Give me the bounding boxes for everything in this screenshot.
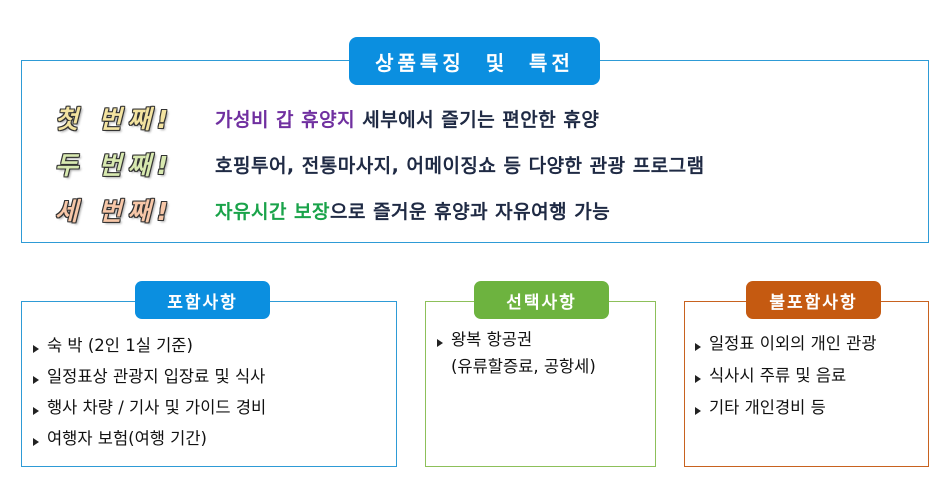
list-item: 식사시 주류 및 음료 xyxy=(695,360,877,392)
features-title: 상품특징 및 특전 xyxy=(349,37,600,85)
feature-highlight-1: 가성비 갑 휴양지 xyxy=(215,108,356,131)
bullet-arrow-icon xyxy=(33,344,39,353)
feature-text-3: 자유시간 보장으로 즐거운 휴양과 자유여행 가능 xyxy=(215,197,610,224)
feature-text-2: 호핑투어, 전통마사지, 어메이징쇼 등 다양한 관광 프로그램 xyxy=(215,151,705,178)
feature-row-2: 두 번째! 호핑투어, 전통마사지, 어메이징쇼 등 다양한 관광 프로그램 xyxy=(55,147,705,181)
list-item: 일정표상 관광지 입장료 및 식사 xyxy=(33,361,266,392)
feature-rest-3: 으로 즐거운 휴양과 자유여행 가능 xyxy=(330,200,611,223)
optional-note: (유류할증료, 공항세) xyxy=(451,357,596,376)
bullet-arrow-icon xyxy=(695,407,701,415)
bullet-arrow-icon xyxy=(437,338,443,347)
feature-text-1: 가성비 갑 휴양지 세부에서 즐기는 편안한 휴양 xyxy=(215,105,599,132)
bullet-arrow-icon xyxy=(33,406,39,415)
optional-title: 선택사항 xyxy=(474,281,609,319)
list-item: 여행자 보험(여행 기간) xyxy=(33,423,266,454)
feature-ordinal-3: 세 번째! xyxy=(55,197,175,226)
list-item: 기타 개인경비 등 xyxy=(695,392,877,424)
bullet-arrow-icon xyxy=(33,437,39,446)
list-item: 일정표 이외의 개인 관광 xyxy=(695,328,877,360)
included-title: 포함사항 xyxy=(135,281,270,319)
feature-rest-1: 세부에서 즐기는 편안한 휴양 xyxy=(355,108,600,131)
list-item: 행사 차량 / 기사 및 가이드 경비 xyxy=(33,392,266,423)
feature-ordinal-1: 첫 번째! xyxy=(55,105,175,134)
bullet-arrow-icon xyxy=(695,375,701,383)
excluded-title: 불포함사항 xyxy=(746,281,881,319)
included-list: 숙 박 (2인 1실 기준) 일정표상 관광지 입장료 및 식사 행사 차량 /… xyxy=(33,330,266,454)
optional-list: 왕복 항공권 (유류할증료, 공항세) xyxy=(437,326,596,380)
bullet-arrow-icon xyxy=(695,343,701,351)
feature-row-1: 첫 번째! 가성비 갑 휴양지 세부에서 즐기는 편안한 휴양 xyxy=(55,101,599,135)
list-item: 왕복 항공권 xyxy=(437,326,596,353)
feature-rest-2: 호핑투어, 전통마사지, 어메이징쇼 등 다양한 관광 프로그램 xyxy=(215,154,705,177)
excluded-list: 일정표 이외의 개인 관광 식사시 주류 및 음료 기타 개인경비 등 xyxy=(695,328,877,424)
feature-ordinal-2: 두 번째! xyxy=(55,151,175,180)
bullet-arrow-icon xyxy=(33,375,39,384)
feature-row-3: 세 번째! 자유시간 보장으로 즐거운 휴양과 자유여행 가능 xyxy=(55,193,610,227)
feature-highlight-3: 자유시간 보장 xyxy=(215,200,330,223)
list-item: 숙 박 (2인 1실 기준) xyxy=(33,330,266,361)
